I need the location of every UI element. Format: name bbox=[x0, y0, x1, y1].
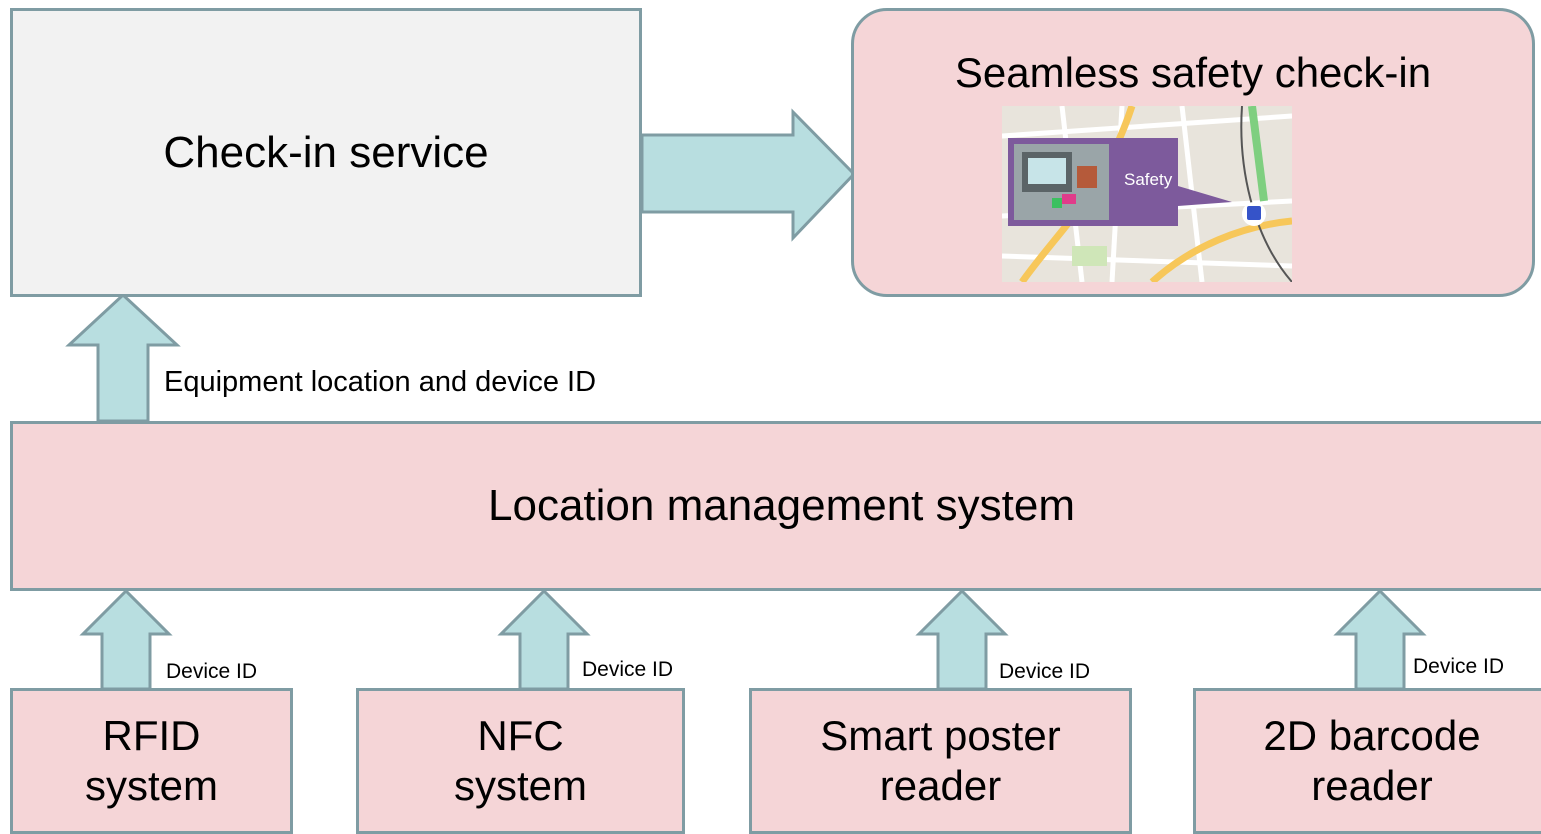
equipment-location-label: Equipment location and device ID bbox=[164, 366, 597, 398]
device-id-label-nfc: Device ID bbox=[582, 658, 674, 681]
seamless-check-in-box: Seamless safety check-in bbox=[851, 8, 1535, 297]
source-line1: 2D barcode bbox=[1263, 711, 1481, 759]
nfc-system-box: NFC system bbox=[356, 688, 685, 834]
seamless-check-in-title: Seamless safety check-in bbox=[954, 49, 1432, 96]
device-id-label-rfid: Device ID bbox=[166, 660, 258, 683]
arrow-checkin-to-seamless bbox=[640, 108, 857, 242]
device-id-label-poster: Device ID bbox=[999, 660, 1091, 683]
arrow-rfid-up bbox=[79, 588, 173, 691]
source-line2: reader bbox=[1311, 762, 1433, 809]
smart-poster-reader-box: Smart poster reader bbox=[749, 688, 1132, 834]
source-line1: Smart poster bbox=[820, 711, 1061, 759]
check-in-service-box: Check-in service bbox=[10, 8, 642, 297]
arrow-poster-up bbox=[915, 588, 1009, 691]
arrow-lms-to-checkin bbox=[65, 292, 181, 423]
map-image: Safety bbox=[1002, 106, 1292, 282]
safety-bubble-label: Safety bbox=[1124, 170, 1173, 189]
check-in-service-label: Check-in service bbox=[163, 127, 489, 177]
location-management-system-box: Location management system bbox=[10, 421, 1541, 591]
rfid-system-box: RFID system bbox=[10, 688, 293, 834]
location-management-system-label: Location management system bbox=[488, 481, 1075, 530]
source-line2: system bbox=[453, 762, 587, 809]
source-line2: reader bbox=[879, 762, 1002, 809]
2d-barcode-reader-box: 2D barcode reader bbox=[1193, 688, 1541, 834]
source-line1: NFC bbox=[477, 711, 564, 759]
arrow-barcode-up bbox=[1333, 588, 1427, 691]
arrow-nfc-up bbox=[497, 588, 591, 691]
device-id-label-barcode: Device ID bbox=[1413, 655, 1505, 678]
source-line2: system bbox=[84, 762, 218, 809]
source-line1: RFID bbox=[102, 711, 201, 759]
